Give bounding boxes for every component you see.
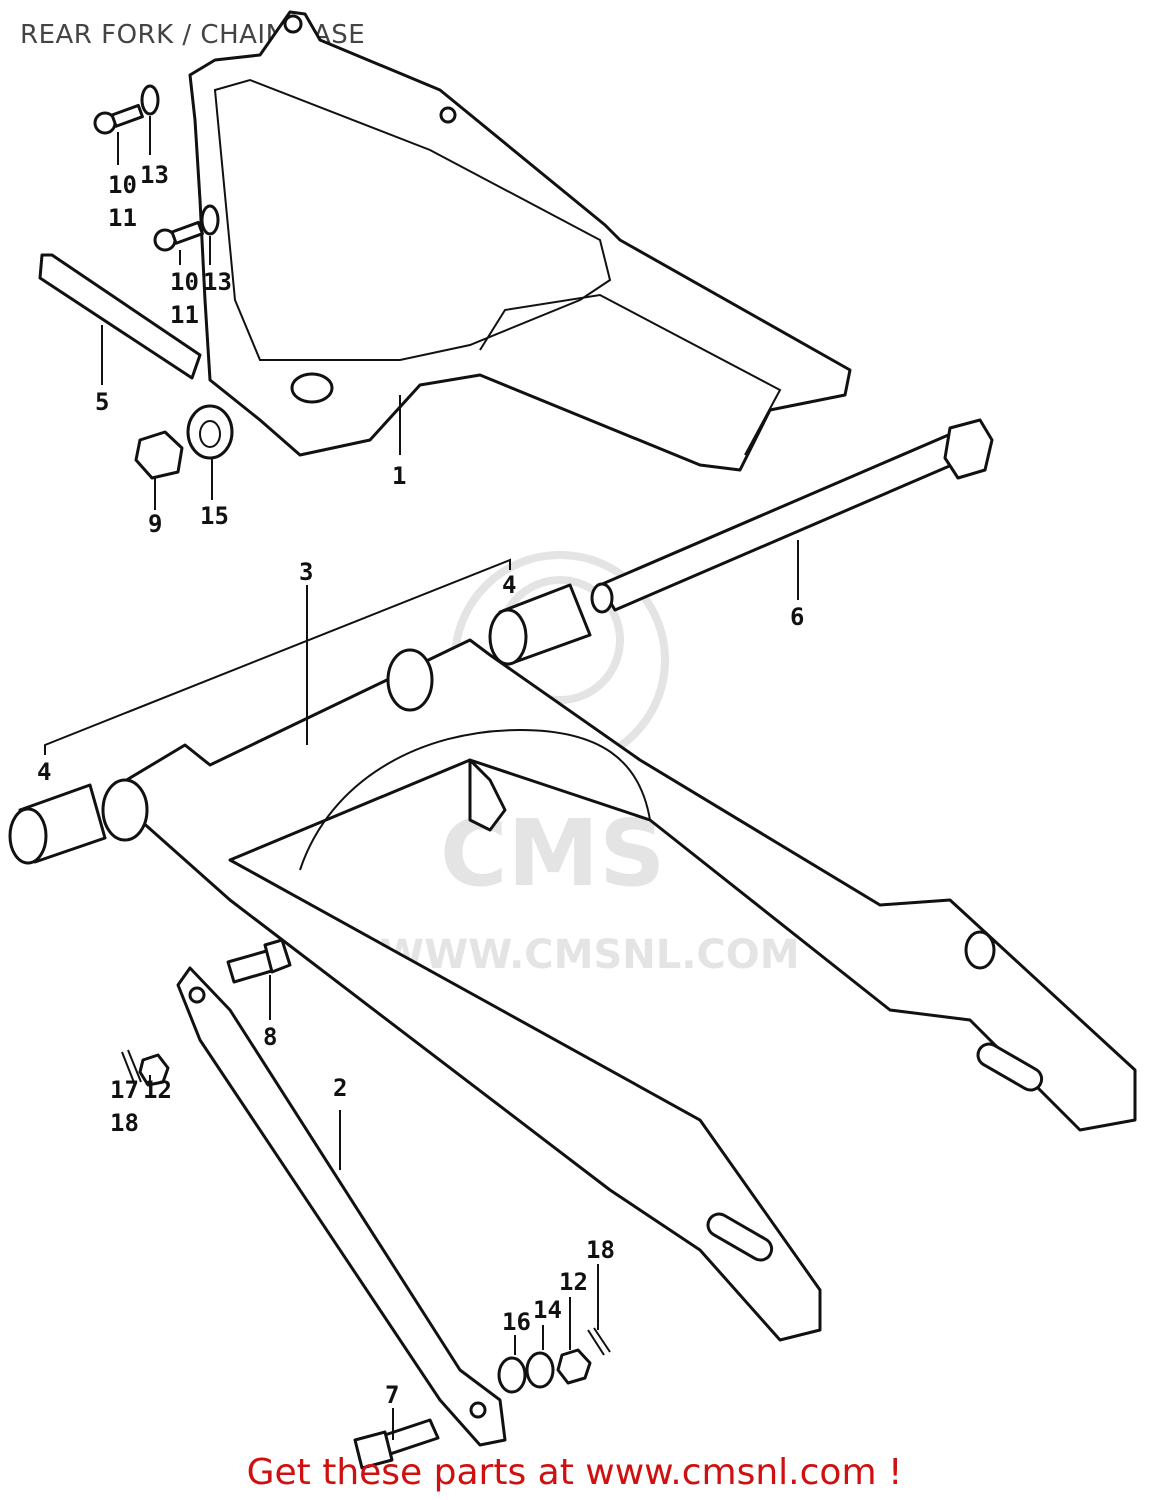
callout-14: 14	[533, 1296, 562, 1324]
callout-4: 4	[37, 758, 51, 786]
decal-strip	[38, 253, 202, 380]
cms-watermark: CMS WWW.CMSNL.COM	[380, 551, 800, 978]
bushing-left	[8, 783, 107, 865]
callout-12: 12	[143, 1076, 172, 1104]
nut	[134, 430, 184, 480]
screw-lower	[153, 220, 204, 252]
callout-1: 1	[392, 462, 406, 490]
callout-13: 13	[140, 161, 169, 189]
washer-upper	[140, 84, 160, 116]
washer-lower	[200, 204, 220, 236]
callout-18: 18	[586, 1236, 615, 1264]
watermark-url-text: WWW.CMSNL.COM	[380, 932, 800, 978]
callout-labels: 10 11 13 10 11 13 5 1 9 15 3 4 4 6 8 17 …	[37, 161, 804, 1409]
callout-9: 9	[148, 510, 162, 538]
washer-14	[525, 1351, 555, 1389]
callout-7: 7	[385, 1381, 399, 1409]
nut-upper	[138, 1053, 170, 1087]
pivot-bolt	[590, 418, 994, 614]
callout-10: 10	[170, 268, 199, 296]
callout-13: 13	[203, 268, 232, 296]
callout-4: 4	[502, 571, 516, 599]
callout-12: 12	[559, 1268, 588, 1296]
callout-3: 3	[299, 558, 313, 586]
callout-10: 10	[108, 171, 137, 199]
callout-6: 6	[790, 603, 804, 631]
bolt-7	[353, 1418, 440, 1470]
callout-18: 18	[110, 1109, 139, 1137]
chain-case	[188, 10, 852, 472]
screw-upper	[93, 103, 144, 135]
torque-link	[176, 966, 507, 1447]
nut-lower	[556, 1348, 592, 1385]
washer-large	[186, 404, 234, 460]
bolt-8	[226, 938, 292, 984]
leader-lines	[44, 116, 799, 1440]
callout-11: 11	[170, 301, 199, 329]
cotter-pin-upper	[121, 1049, 142, 1086]
callout-5: 5	[95, 388, 109, 416]
rear-fork	[101, 638, 1137, 1342]
washer-16	[497, 1356, 527, 1394]
callout-17: 17	[110, 1076, 139, 1104]
footer-link[interactable]: Get these parts at www.cmsnl.com !	[246, 1452, 903, 1493]
bushing-right	[488, 583, 592, 666]
callout-8: 8	[263, 1023, 277, 1051]
callout-11: 11	[108, 204, 137, 232]
callout-16: 16	[502, 1308, 531, 1336]
callout-15: 15	[200, 502, 229, 530]
cotter-pin-lower	[587, 1327, 611, 1356]
callout-2: 2	[333, 1074, 347, 1102]
